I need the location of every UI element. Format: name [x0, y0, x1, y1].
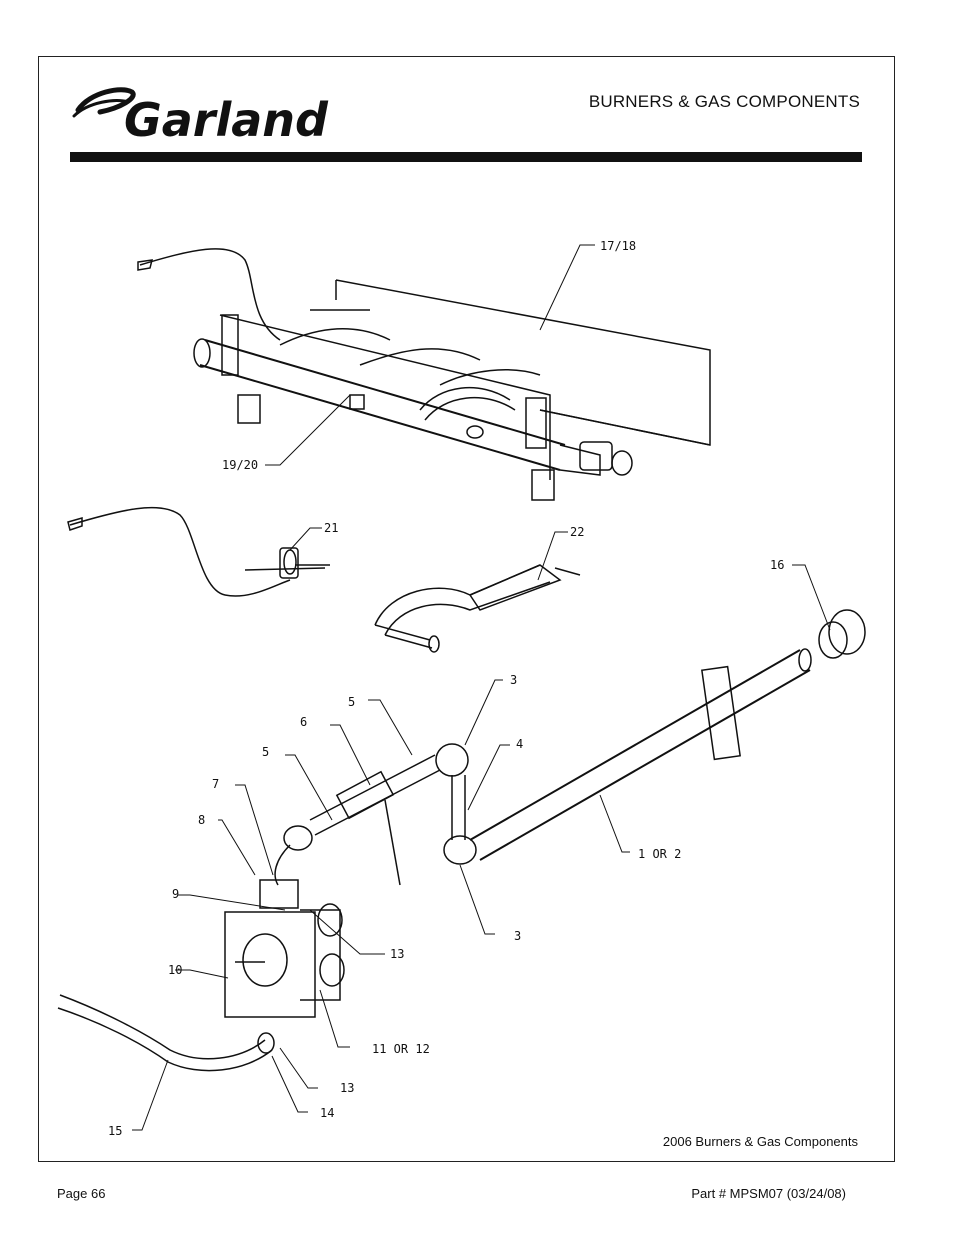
- label-gas-valve: 10: [168, 963, 182, 977]
- label-regulator: 11 OR 12: [372, 1042, 430, 1056]
- part-number: Part # MPSM07 (03/24/08): [691, 1186, 846, 1201]
- label-connector: 14: [320, 1106, 334, 1120]
- thermocouple-21: [67, 506, 330, 597]
- label-elbow-bottom: 3: [514, 929, 521, 943]
- label-elbow-lower: 7: [212, 777, 219, 791]
- burner-assembly: [137, 248, 711, 501]
- label-nipple-long: 5: [348, 695, 355, 709]
- page-number: Page 66: [57, 1186, 106, 1201]
- header-rule: [70, 152, 862, 162]
- label-fitting-upper: 13: [390, 947, 404, 961]
- label-manifold: 1 OR 2: [638, 847, 681, 861]
- label-nipple-short: 4: [516, 737, 523, 751]
- label-union: 8: [198, 813, 205, 827]
- label-pilot-assembly: 22: [570, 525, 584, 539]
- section-title: BURNERS & GAS COMPONENTS: [588, 92, 860, 111]
- label-pilot-tube-lower: 15: [108, 1124, 122, 1138]
- pipe-runs: [57, 743, 477, 1072]
- label-pilot-tube-upper: 19/20: [222, 458, 258, 472]
- label-thermocouple: 21: [324, 521, 338, 535]
- label-shutoff-valve: 6: [300, 715, 307, 729]
- brand-wordmark: Garland: [124, 93, 329, 147]
- label-bushing: 9: [172, 887, 179, 901]
- garland-logo: Garland: [70, 78, 330, 148]
- manifold: [469, 648, 812, 861]
- label-burners: 17/18: [600, 239, 636, 253]
- label-orifice: 16: [770, 558, 784, 572]
- page-frame: [38, 56, 895, 1162]
- pilot-22: [374, 564, 581, 653]
- parts-diagram: 17/18 19/20 21 22 16 3 4 5 6 5 7 8 9 10 …: [57, 239, 866, 1138]
- label-elbow-top: 3: [510, 673, 517, 687]
- orifice-16: [818, 609, 866, 659]
- label-nipple-lower: 5: [262, 745, 269, 759]
- leader-lines: [132, 244, 831, 1131]
- label-fitting-lower: 13: [340, 1081, 354, 1095]
- diagram-caption: 2006 Burners & Gas Components: [662, 1134, 858, 1149]
